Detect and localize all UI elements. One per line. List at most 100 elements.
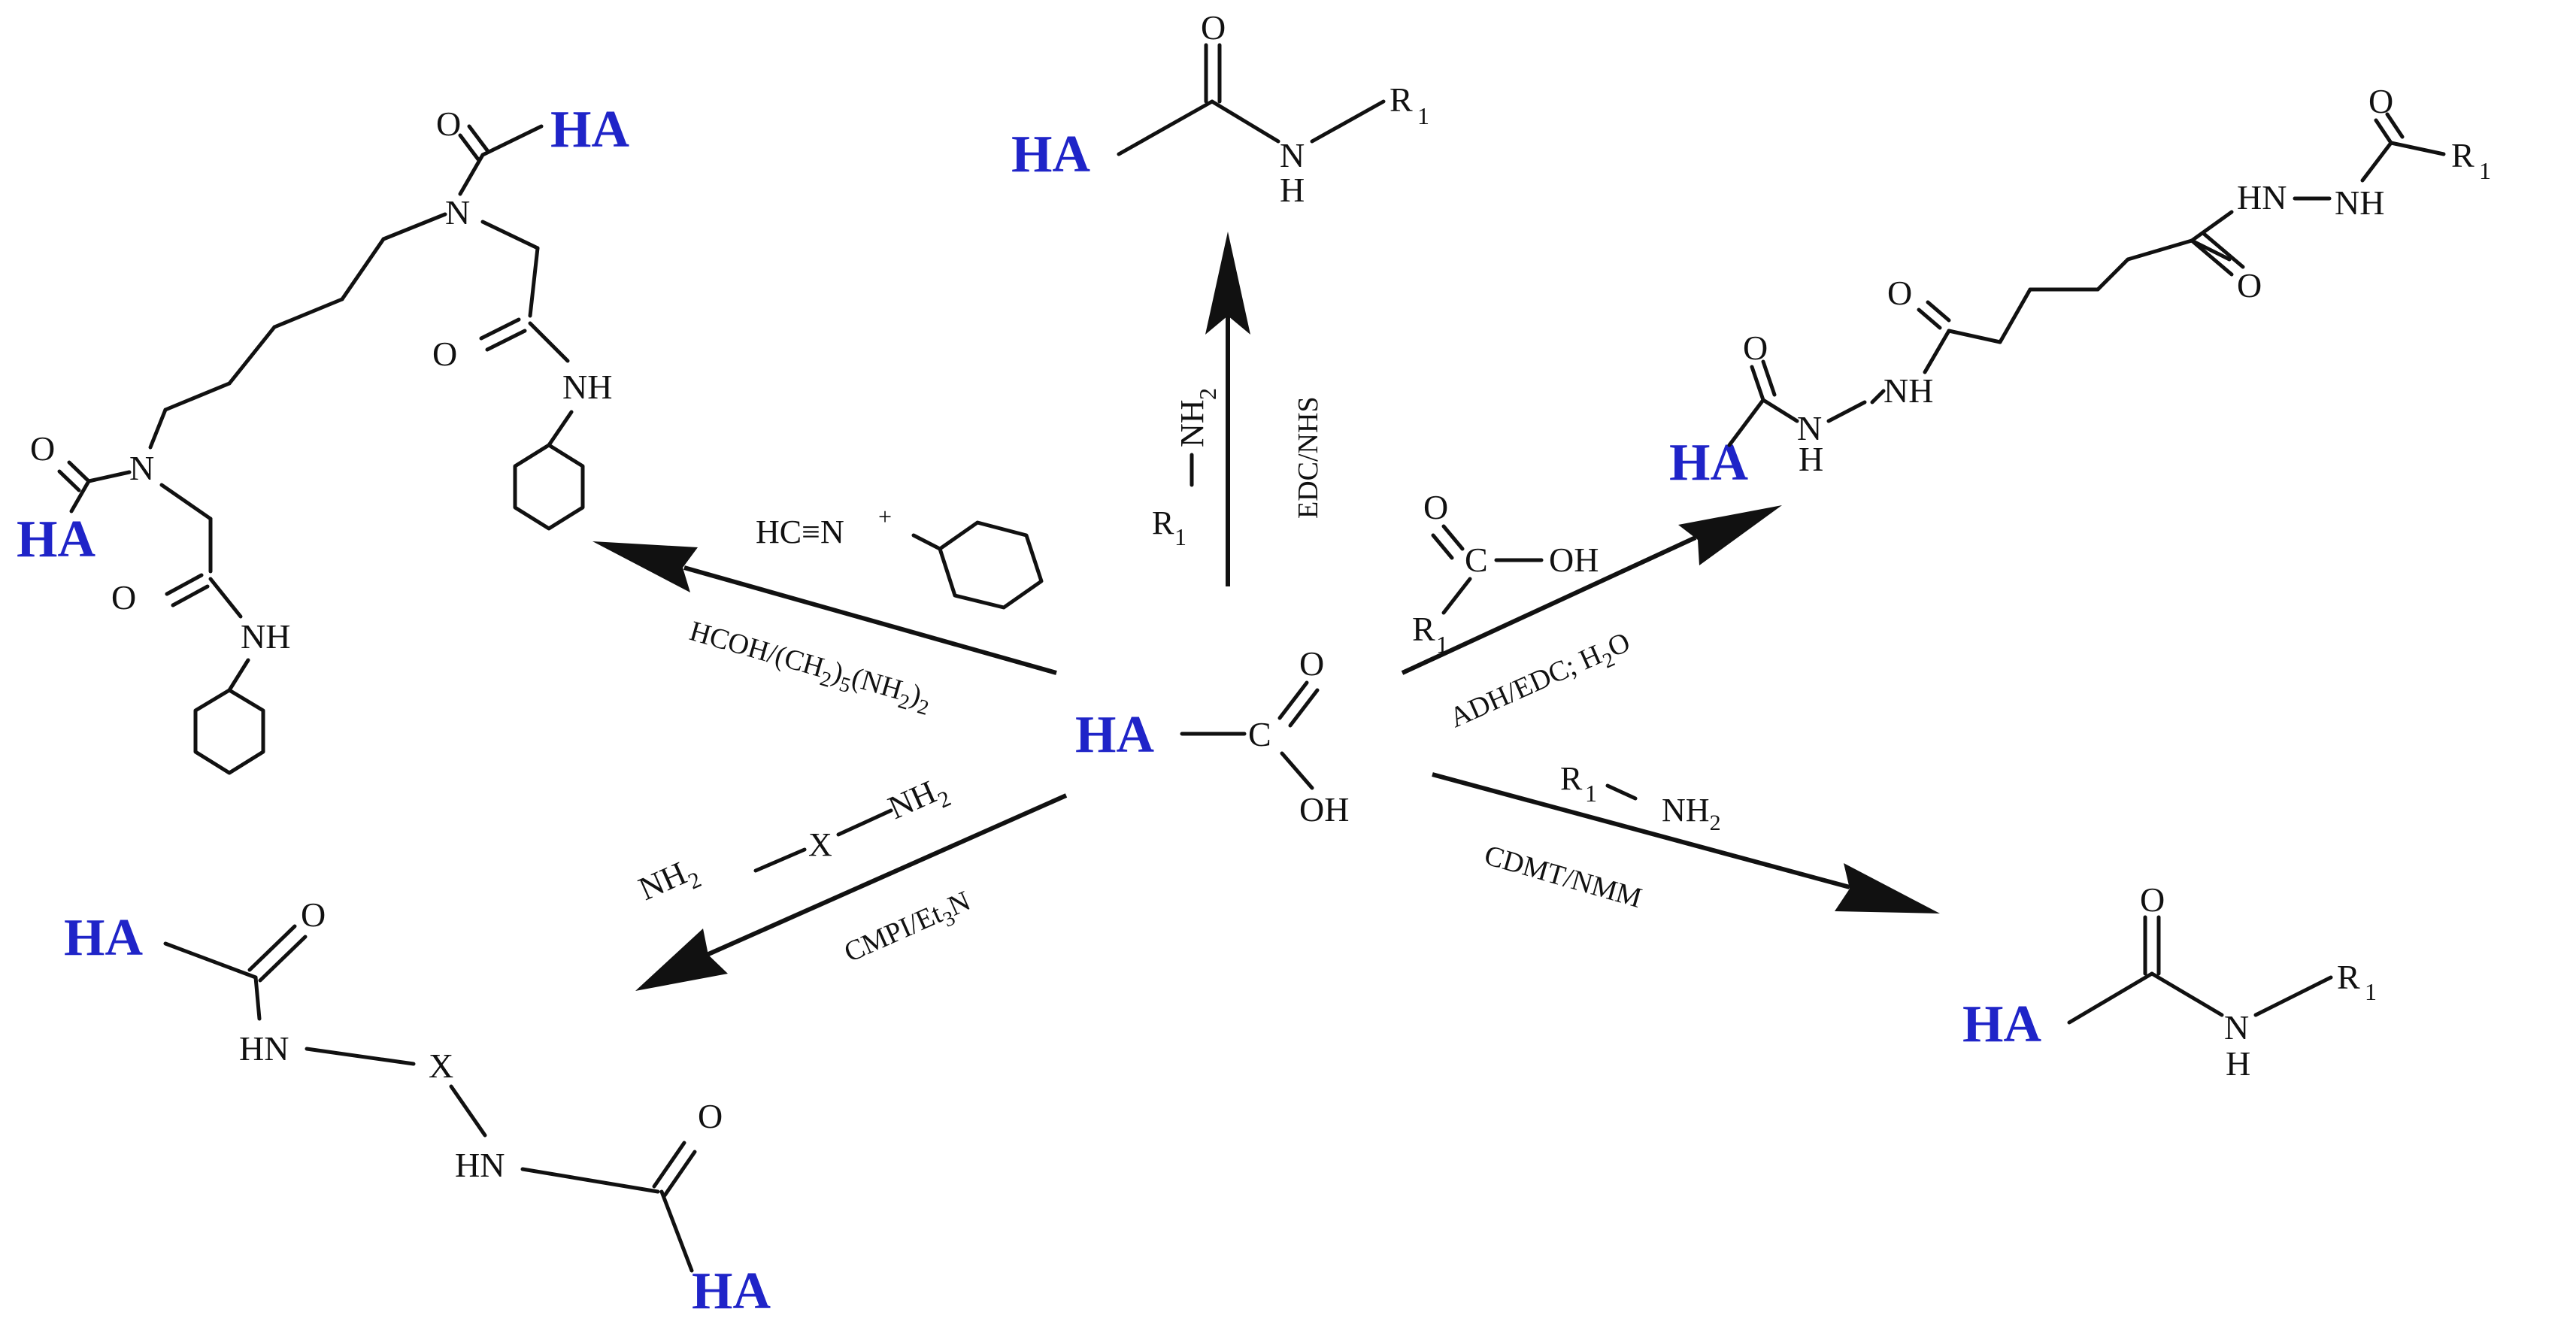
isocyanide-cyclohexyl-ring [938,520,1044,610]
upper-right-r-sub: 1 [2479,157,2491,184]
ha-label-lower-left-bottom: HA [692,1262,771,1320]
lower-right-amide-n: N [2224,1008,2249,1047]
ugi-lower-o: O [30,429,55,468]
ha-label-center: HA [1075,706,1154,764]
hyaluronic-acid-carboxyl: HA C O OH [1075,644,1349,829]
reagent-top-amine: NH 2 R 1 [1152,388,1221,550]
hydrazide-nh-2: NH [1884,371,1933,410]
svg-text:CMPI/Et3N: CMPI/Et3N [840,885,978,974]
reagent-top-nh-sub: 2 [1194,388,1221,400]
ugi-amide-o-1: O [432,335,457,373]
lower-right-carbonyl-o: O [2140,880,2165,919]
ha-label-upper-left-top: HA [550,101,629,159]
lower-right-amide-h: H [2226,1044,2250,1083]
reagent-diamine-nh-a: NH [633,855,692,908]
bond-c-o-double-a [1277,680,1309,720]
conditions-top: EDC/NHS [1293,396,1324,519]
reagent-acid-oh: OH [1549,541,1599,579]
hydrazide-h-1: H [1799,440,1823,478]
conditions-lower-left: CMPI/Et3N [840,885,978,974]
reagent-diamine: NH2 [633,850,705,913]
top-carbonyl-o: O [1201,8,1226,47]
reagent-acid-o: O [1423,488,1448,526]
ugi-amide-nh-2: NH [241,617,290,656]
hydrazide-o-2: O [1887,274,1912,312]
lower-left-o-2: O [698,1097,723,1135]
lower-left-hn-1: HN [239,1029,289,1068]
hydrazide-hn-3: HN [2237,178,2287,217]
reagent-top-r-sub: 1 [1174,523,1186,550]
conditions-upper-right-a: ADH/EDC; H [1445,639,1607,734]
product-lower-left-diamide: HA O HN X HN O HA [64,895,771,1320]
product-upper-right-hydrazide: HA O N H NH O O HN NH O R 1 [1669,82,2491,492]
reagent-lr-nh-sub: 2 [1710,810,1721,835]
hydrazide-o-1: O [1743,329,1768,367]
lower-left-x: X [429,1047,453,1085]
reagent-acid-c: C [1465,541,1488,579]
ugi-cyclohexyl-1 [513,443,585,531]
hydrazide-nh-4: NH [2335,183,2384,222]
lower-left-hn-2: HN [455,1146,505,1184]
ha-label-lower-left-top: HA [64,909,143,967]
reagent-lr-nh: NH [1662,792,1710,829]
ugi-top-o: O [436,105,461,143]
ugi-cyclohexyl-2 [193,688,265,775]
conditions-upper-left-a: HCOH/(CH [686,615,828,683]
conditions-lower-right: CDMT/NMM [1481,839,1646,914]
bond-c-oh [1280,751,1314,790]
arrow-upper-left [592,541,1057,675]
arrow-top [1205,232,1250,586]
conditions-lower-left-a: CMPI/Et [840,898,947,968]
top-amide-h: H [1280,171,1305,209]
reagent-lr-r-sub: 1 [1585,780,1597,807]
product-lower-right-amide: HA O N H R 1 [1962,880,2377,1083]
reagent-acid-r: R [1412,610,1435,648]
reagent-diamine-x: X [808,826,832,863]
product-top-amide: HA O N H R 1 [1011,8,1429,209]
ugi-lower-n: N [129,449,154,487]
reagent-lr-r: R [1560,760,1583,797]
reagent-isocyanide-plus: + [878,503,892,530]
svg-text:NH2: NH2 [633,850,705,913]
hydrazide-n-1: N [1797,409,1822,447]
svg-text:NH2: NH2 [883,768,954,832]
reagent-lower-right-amine: R 1 NH2 [1560,760,1721,835]
conditions-upper-left-c: (NH [848,662,906,706]
center-hydroxyl: OH [1299,790,1349,829]
ha-label-lower-right: HA [1962,995,2041,1053]
conditions-upper-right: ADH/EDC; H2O [1445,626,1638,740]
svg-text:ADH/EDC; H2O: ADH/EDC; H2O [1445,626,1638,740]
lower-left-o-1: O [301,895,326,934]
upper-right-r-group: R [2451,136,2474,174]
svg-text:HCOH/(CH2)5(NH2)2: HCOH/(CH2)5(NH2)2 [684,615,935,720]
ha-label-upper-right: HA [1669,434,1748,492]
arrow-lower-left [635,793,1068,991]
bond-c-o-double-b [1288,688,1320,728]
hydrazide-o-4: O [2368,82,2393,120]
reagent-carboxylic-acid: O C OH R 1 [1412,488,1599,658]
top-r-sub: 1 [1417,102,1429,129]
ha-label-upper-left-bottom: HA [17,511,95,568]
reagent-diamine-nh-b: NH [883,774,941,827]
arrow-upper-right [1401,505,1782,675]
center-carbon-label: C [1248,715,1271,753]
ugi-amide-nh-1: NH [562,368,612,406]
reagent-isocyanide: HC≡N + [756,503,1044,610]
lower-right-r-sub: 1 [2365,978,2377,1005]
reagent-top-r: R [1152,504,1174,541]
ha-label-top: HA [1011,126,1090,183]
arrow-lower-right [1432,772,1940,913]
conditions-upper-left: HCOH/(CH2)5(NH2)2 [684,615,935,720]
lower-right-r-group: R [2337,958,2360,996]
product-upper-left-ugi: O HA N O NH N O HA O [17,101,629,775]
top-amide-n: N [1280,136,1305,174]
top-r-group: R [1390,80,1413,119]
reagent-top-nh: NH [1174,399,1211,447]
reagent-acid-r-sub: 1 [1436,631,1448,658]
center-carbonyl-o: O [1299,644,1324,683]
svg-text:NH2: NH2 [1662,792,1721,835]
ugi-top-n: N [445,193,470,232]
reagent-isocyanide-label: HC≡N [756,514,844,550]
hydrazide-o-3: O [2237,266,2262,304]
